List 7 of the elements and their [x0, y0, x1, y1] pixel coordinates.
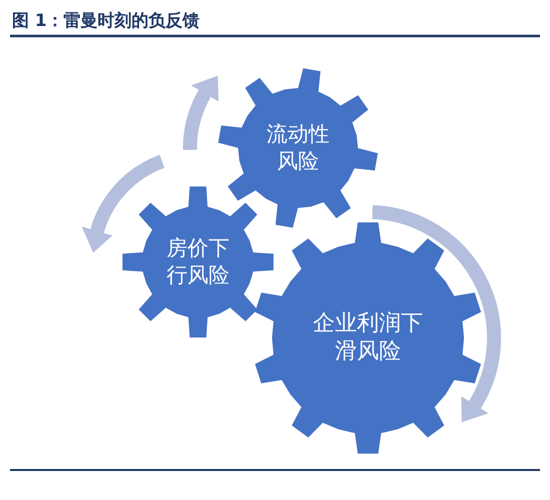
- figure-title: 图 1：雷曼时刻的负反馈: [12, 10, 200, 32]
- gear-label: 房价下行风险: [166, 234, 230, 289]
- gear: [218, 68, 378, 228]
- gear-label: 企业利润下滑风险: [312, 310, 424, 366]
- gear-label: 流动性风险: [266, 120, 330, 175]
- gear: [122, 186, 274, 338]
- gear: [252, 222, 484, 454]
